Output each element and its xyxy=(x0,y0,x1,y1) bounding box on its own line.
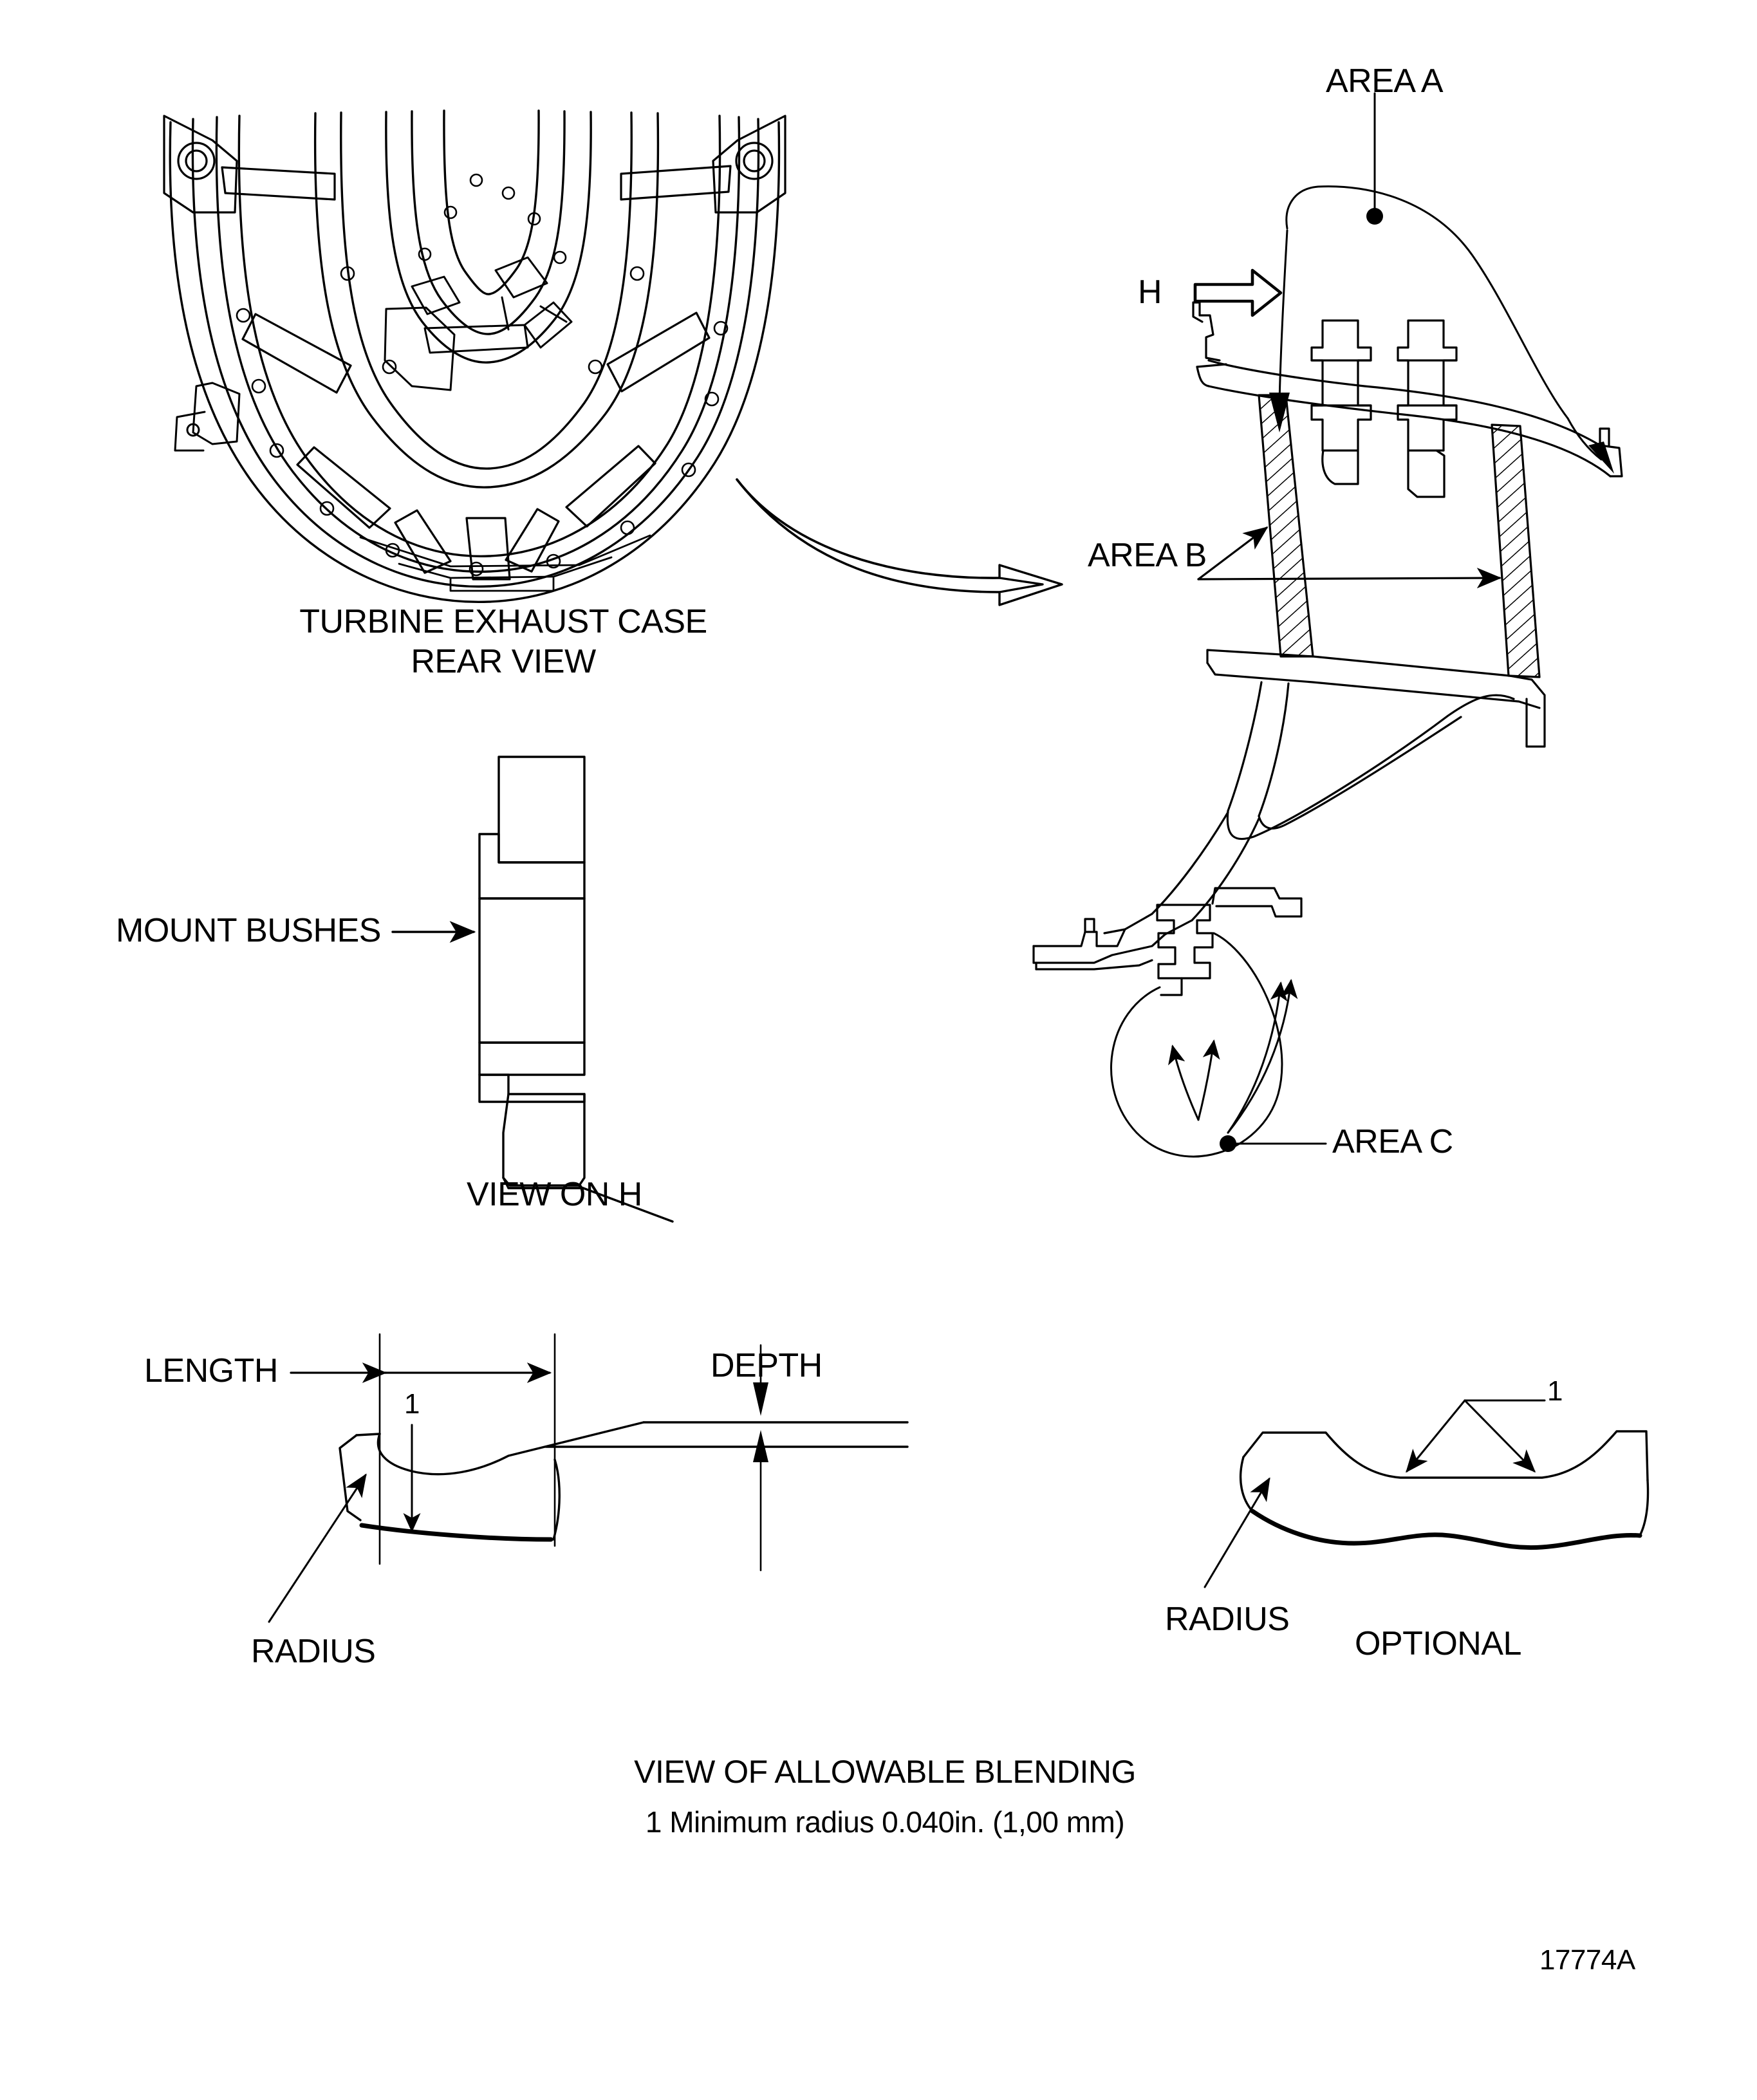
radius-label: RADIUS xyxy=(251,1633,376,1670)
depth-label: DEPTH xyxy=(711,1347,823,1384)
turbine-exhaust-case-rear-view-art xyxy=(163,109,786,604)
optional-blending-art xyxy=(1204,1399,1650,1588)
optional-radius-label: RADIUS xyxy=(1165,1601,1290,1638)
area-b-label: AREA B xyxy=(1088,537,1207,574)
allowable-blending-art xyxy=(268,1333,909,1623)
view-direction-h-label: H xyxy=(1138,274,1162,311)
optional-label: OPTIONAL xyxy=(1355,1625,1521,1662)
optional-item-number-1: 1 xyxy=(1547,1375,1563,1407)
view-on-h-art xyxy=(478,756,674,1223)
blending-note: 1 Minimum radius 0.040in. (1,00 mm) xyxy=(645,1805,1125,1839)
figure-number: 17774A xyxy=(1539,1944,1635,1976)
blending-title: VIEW OF ALLOWABLE BLENDING xyxy=(634,1754,1136,1790)
transition-arrow xyxy=(736,478,1063,606)
exhaust-case-section-view-art xyxy=(1032,92,1623,1158)
area-a-label: AREA A xyxy=(1326,62,1444,100)
rear-view-title-line1: TURBINE EXHAUST CASE xyxy=(299,603,707,640)
mount-bushes-callout: MOUNT BUSHES xyxy=(116,912,381,949)
area-c-label: AREA C xyxy=(1332,1123,1453,1160)
view-on-h-title: VIEW ON H xyxy=(467,1176,642,1213)
blend-item-number-1: 1 xyxy=(404,1388,420,1420)
rear-view-title-line2: REAR VIEW xyxy=(411,643,596,680)
length-label: LENGTH xyxy=(144,1352,278,1389)
